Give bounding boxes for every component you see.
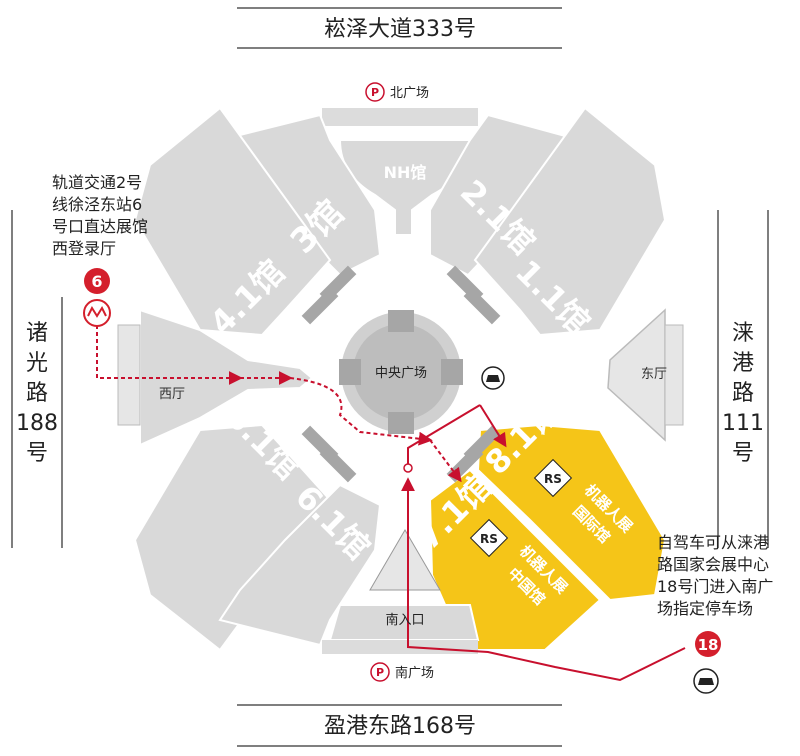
hall-nh-label: NH馆	[384, 163, 427, 182]
gate-18-marker[interactable]	[695, 631, 721, 657]
parking-symbol-north: P	[371, 86, 379, 99]
east-hall-label: 东厅	[641, 367, 667, 382]
metro-route-4	[429, 439, 462, 483]
rs-logo-81-text: RS	[544, 472, 562, 486]
hall-11[interactable]	[473, 106, 667, 337]
hall-51[interactable]	[133, 423, 332, 652]
road-east-c1: 涞	[732, 321, 754, 346]
road-south: 盈港东路168号	[324, 714, 476, 739]
plaza-block-s	[388, 412, 414, 434]
road-east-c2: 港	[732, 351, 754, 376]
plaza-block-w	[339, 359, 361, 385]
car-note-line3: 18号门进入南广	[657, 577, 773, 596]
plaza-block-n	[388, 310, 414, 332]
parking-south-label: 南广场	[395, 665, 434, 681]
car-note-line4: 场指定停车场	[657, 599, 753, 618]
rs-logo-81	[533, 458, 573, 498]
metro-note-line3: 号口直达展馆	[52, 217, 148, 236]
road-east: 涞 港 路 111 号	[722, 321, 764, 466]
south-entrance-triangle	[369, 529, 441, 591]
road-east-c3: 路	[732, 381, 754, 406]
car-route-3	[479, 404, 507, 448]
metro-route-3	[289, 377, 433, 446]
taxi-icon-south-glyph	[698, 678, 714, 685]
car-note-line1: 自驾车可从涞港	[657, 533, 769, 552]
metro-icon-glyph	[87, 305, 107, 318]
east-hall-wing	[664, 324, 684, 426]
hall-61[interactable]	[218, 483, 382, 647]
parking-north-label: 北广场	[390, 86, 429, 101]
road-north: 崧泽大道333号	[324, 17, 476, 42]
metro-route	[96, 318, 243, 385]
gate-18-number: 18	[698, 636, 719, 654]
hall-41[interactable]	[133, 106, 332, 337]
route-node	[403, 463, 413, 473]
connector-nw2	[301, 287, 339, 325]
road-east-c5: 号	[732, 441, 754, 466]
parking-icon-north	[365, 82, 385, 102]
car-note-line2: 路国家会展中心	[657, 555, 769, 574]
metro-note-line4: 西登录厅	[52, 239, 116, 258]
hall-81[interactable]	[476, 423, 667, 602]
rs-logo-71	[469, 518, 509, 558]
metro-note-line2: 线徐泾东站6	[52, 195, 142, 214]
plaza-block-e	[441, 359, 463, 385]
car-note: 自驾车可从涞港 路国家会展中心 18号门进入南广 场指定停车场	[657, 533, 773, 618]
metro-note-line1: 轨道交通2号	[52, 173, 142, 192]
road-west-c4: 188	[16, 411, 58, 436]
west-hall-label: 西厅	[159, 387, 185, 402]
central-plaza-ring	[353, 324, 449, 420]
west-hall-wing	[117, 324, 141, 426]
parking-icon-south	[370, 662, 390, 682]
rs-logo-71-text: RS	[480, 532, 498, 546]
metro-exit-number: 6	[91, 272, 102, 291]
metro-icon	[83, 299, 111, 327]
metro-exit-marker[interactable]	[84, 268, 110, 294]
connector-sw2	[319, 445, 357, 483]
road-west: 诸 光 路 188 号	[16, 321, 58, 466]
road-west-c1: 诸	[26, 321, 48, 346]
road-west-c5: 号	[26, 441, 48, 466]
south-square	[322, 640, 478, 654]
north-square	[322, 108, 478, 126]
car-route-2	[407, 404, 481, 470]
parking-symbol-south: P	[376, 666, 384, 679]
road-west-c3: 路	[26, 381, 48, 406]
taxi-icon-central-glyph	[486, 375, 500, 382]
metro-note: 轨道交通2号 线徐泾东站6 号口直达展馆 西登录厅	[52, 173, 148, 258]
road-east-c4: 111	[722, 411, 764, 436]
car-route	[401, 477, 686, 682]
central-plaza-label: 中央广场	[375, 366, 427, 381]
road-west-c2: 光	[26, 351, 48, 376]
south-entrance-label: 南入口	[385, 612, 424, 628]
connector-ne2	[463, 287, 501, 325]
